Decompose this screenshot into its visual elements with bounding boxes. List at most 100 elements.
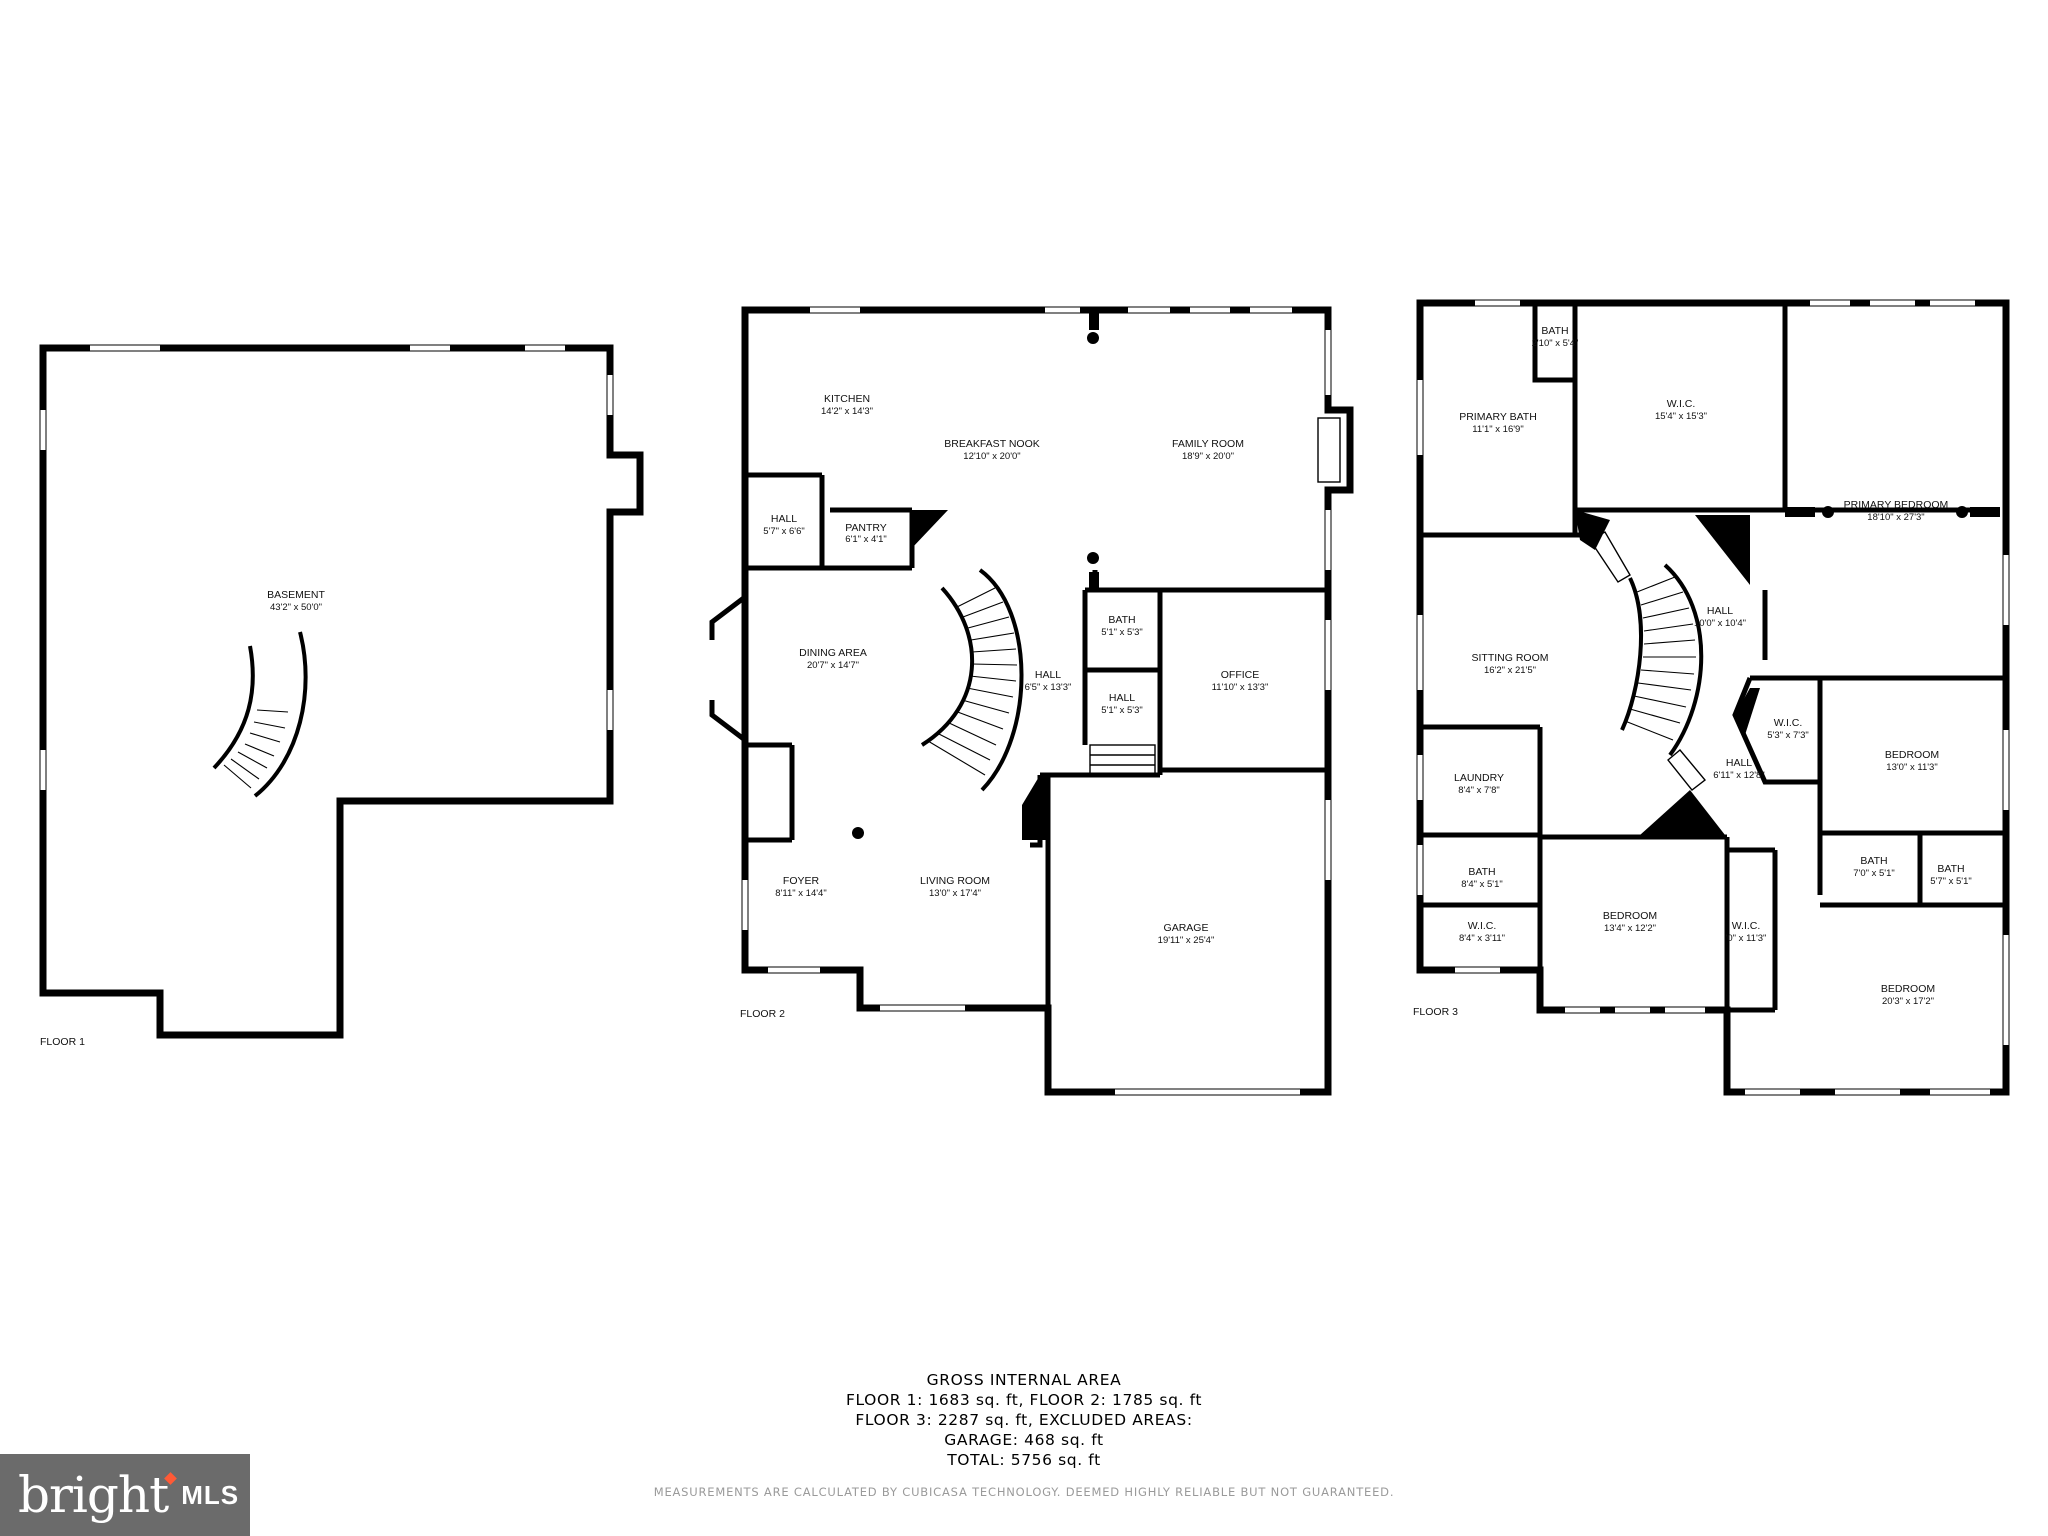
room-name: LIVING ROOM bbox=[920, 875, 990, 887]
entry-steps bbox=[1089, 744, 1156, 776]
gross-internal-area-summary: GROSS INTERNAL AREA FLOOR 1: 1683 sq. ft… bbox=[0, 1370, 2048, 1470]
stair-treads bbox=[223, 709, 289, 789]
pillar bbox=[1022, 775, 1048, 840]
room-dimensions: 8'11" x 14'4" bbox=[775, 888, 826, 899]
disclaimer: MEASUREMENTS ARE CALCULATED BY CUBICASA … bbox=[653, 1485, 1395, 1499]
room-dimensions: 13'0" x 11'3" bbox=[1886, 762, 1937, 773]
room-dimensions: 6'5" x 13'3" bbox=[1025, 682, 1072, 693]
room-dimensions: 8'4" x 7'8" bbox=[1458, 785, 1500, 796]
room-dimensions: 11'10" x 13'3" bbox=[1212, 682, 1269, 693]
room-dimensions: 5'1" x 5'3" bbox=[1101, 627, 1143, 638]
floor-1-plan: BASEMENT 43'2" x 50'0" FLOOR 1 bbox=[39, 344, 644, 1048]
room-dimensions: 10'0" x 10'4" bbox=[1694, 618, 1746, 629]
room-name: LAUNDRY bbox=[1454, 772, 1504, 784]
room-name: HALL bbox=[771, 513, 797, 525]
bright-mls-logo: bright MLS bbox=[0, 1454, 250, 1536]
room-dimensions: 16'2" x 21'5" bbox=[1484, 665, 1536, 676]
room-dimensions: 6'11" x 12'8" bbox=[1713, 770, 1764, 781]
room-dimensions: 15'4" x 15'3" bbox=[1655, 411, 1707, 422]
room-dimensions: '0" x 11'3" bbox=[1726, 933, 1767, 944]
logo-suffix: MLS bbox=[181, 1479, 240, 1510]
stair-inner-rail bbox=[920, 586, 975, 747]
column bbox=[1087, 552, 1099, 564]
stair-outer-rail bbox=[1663, 563, 1704, 757]
room-dimensions: 12'10" x 20'0" bbox=[963, 451, 1020, 462]
room-dimensions: 19'11" x 25'4" bbox=[1158, 935, 1215, 946]
room-name: KITCHEN bbox=[824, 393, 870, 405]
pillar bbox=[1970, 507, 2000, 517]
room-name: HALL bbox=[1035, 669, 1061, 681]
stair-inner-rail bbox=[1620, 577, 1644, 731]
room-dimensions: 7'0" x 5'1" bbox=[1853, 868, 1895, 879]
room-name: BATH bbox=[1108, 614, 1135, 626]
basement-outline bbox=[39, 344, 644, 1039]
room-dimensions: 18'9" x 20'0" bbox=[1182, 451, 1234, 462]
room-dimensions: 5'7" x 5'1" bbox=[1930, 876, 1972, 887]
room-name: BASEMENT bbox=[267, 589, 325, 601]
room-name: PANTRY bbox=[845, 522, 887, 534]
logo-wordmark: bright bbox=[18, 1466, 169, 1524]
room-dimensions: 5'3" x 7'3" bbox=[1767, 730, 1809, 741]
summary-line: FLOOR 1: 1683 sq. ft, FLOOR 2: 1785 sq. … bbox=[845, 1391, 1203, 1409]
column bbox=[1822, 506, 1834, 518]
floor-label: FLOOR 1 bbox=[40, 1036, 85, 1048]
room-dimensions: 13'4" x 12'2" bbox=[1604, 923, 1656, 934]
room-dimensions: 8'4" x 5'1" bbox=[1461, 879, 1503, 890]
room-name: BEDROOM bbox=[1603, 910, 1657, 922]
room-name: BEDROOM bbox=[1881, 983, 1935, 995]
floor-3-plan: BATH 2'10" x 5'4" PRIMARY BATH 11'1" x 1… bbox=[1413, 299, 2010, 1096]
room-name: FOYER bbox=[783, 875, 820, 887]
pillar bbox=[1735, 688, 1760, 735]
pillar bbox=[1695, 515, 1750, 585]
room-name: FAMILY ROOM bbox=[1172, 438, 1244, 450]
wic-wall bbox=[1732, 677, 1823, 785]
room-name: BEDROOM bbox=[1885, 749, 1939, 761]
room-dimensions: 13'0" x 17'4" bbox=[929, 888, 981, 899]
room-dimensions: 2'10" x 5'4" bbox=[1532, 338, 1579, 349]
room-name: PRIMARY BEDROOM bbox=[1844, 499, 1949, 511]
pillar bbox=[1640, 790, 1725, 835]
room-name: W.I.C. bbox=[1667, 398, 1696, 410]
room-name: SITTING ROOM bbox=[1472, 652, 1549, 664]
room-name: W.I.C. bbox=[1468, 920, 1497, 932]
floor-2-plan: KITCHEN 14'2" x 14'3" BREAKFAST NOOK 12'… bbox=[709, 306, 1354, 1096]
stair-inner-rail bbox=[212, 645, 255, 770]
summary-total: TOTAL: 5756 sq. ft bbox=[947, 1451, 1101, 1469]
stair-outer-rail bbox=[978, 568, 1024, 792]
summary-title: GROSS INTERNAL AREA bbox=[926, 1371, 1122, 1389]
room-name: BATH bbox=[1468, 866, 1495, 878]
room-name: PRIMARY BATH bbox=[1459, 411, 1537, 423]
pillar bbox=[912, 510, 948, 548]
stair-treads bbox=[927, 587, 1018, 776]
room-name: W.I.C. bbox=[1774, 717, 1803, 729]
room-dimensions: 20'3" x 17'2" bbox=[1882, 996, 1934, 1007]
room-dimensions: 8'4" x 3'11" bbox=[1459, 933, 1505, 944]
room-name: BATH bbox=[1541, 325, 1568, 337]
bay-window-wall bbox=[709, 595, 747, 742]
room-dimensions: 5'1" x 5'3" bbox=[1101, 705, 1143, 716]
room-dimensions: 18'10" x 27'3" bbox=[1867, 512, 1924, 523]
room-name: HALL bbox=[1707, 605, 1733, 617]
room-dimensions: 20'7" x 14'7" bbox=[807, 660, 859, 671]
stair-outer-rail bbox=[253, 631, 308, 798]
room-name: BREAKFAST NOOK bbox=[944, 438, 1040, 450]
summary-line: GARAGE: 468 sq. ft bbox=[944, 1431, 1104, 1449]
pillar bbox=[1785, 507, 1815, 517]
stair-landing bbox=[1667, 749, 1707, 791]
room-name: DINING AREA bbox=[799, 647, 867, 659]
floor-label: FLOOR 3 bbox=[1413, 1006, 1458, 1018]
room-dimensions: 6'1" x 4'1" bbox=[845, 534, 887, 545]
room-name: W.I.C. bbox=[1732, 920, 1761, 932]
room-dimensions: 14'2" x 14'3" bbox=[821, 406, 873, 417]
floor-label: FLOOR 2 bbox=[740, 1008, 785, 1020]
column bbox=[852, 827, 864, 839]
stair-landing bbox=[1588, 531, 1631, 583]
pillar bbox=[1089, 572, 1099, 590]
room-name: BATH bbox=[1860, 855, 1887, 867]
bath-wall bbox=[1532, 303, 1575, 383]
summary-line: FLOOR 3: 2287 sq. ft, EXCLUDED AREAS: bbox=[855, 1411, 1193, 1429]
room-name: HALL bbox=[1109, 692, 1135, 704]
pillar bbox=[1575, 510, 1610, 550]
fireplace bbox=[1317, 417, 1341, 483]
